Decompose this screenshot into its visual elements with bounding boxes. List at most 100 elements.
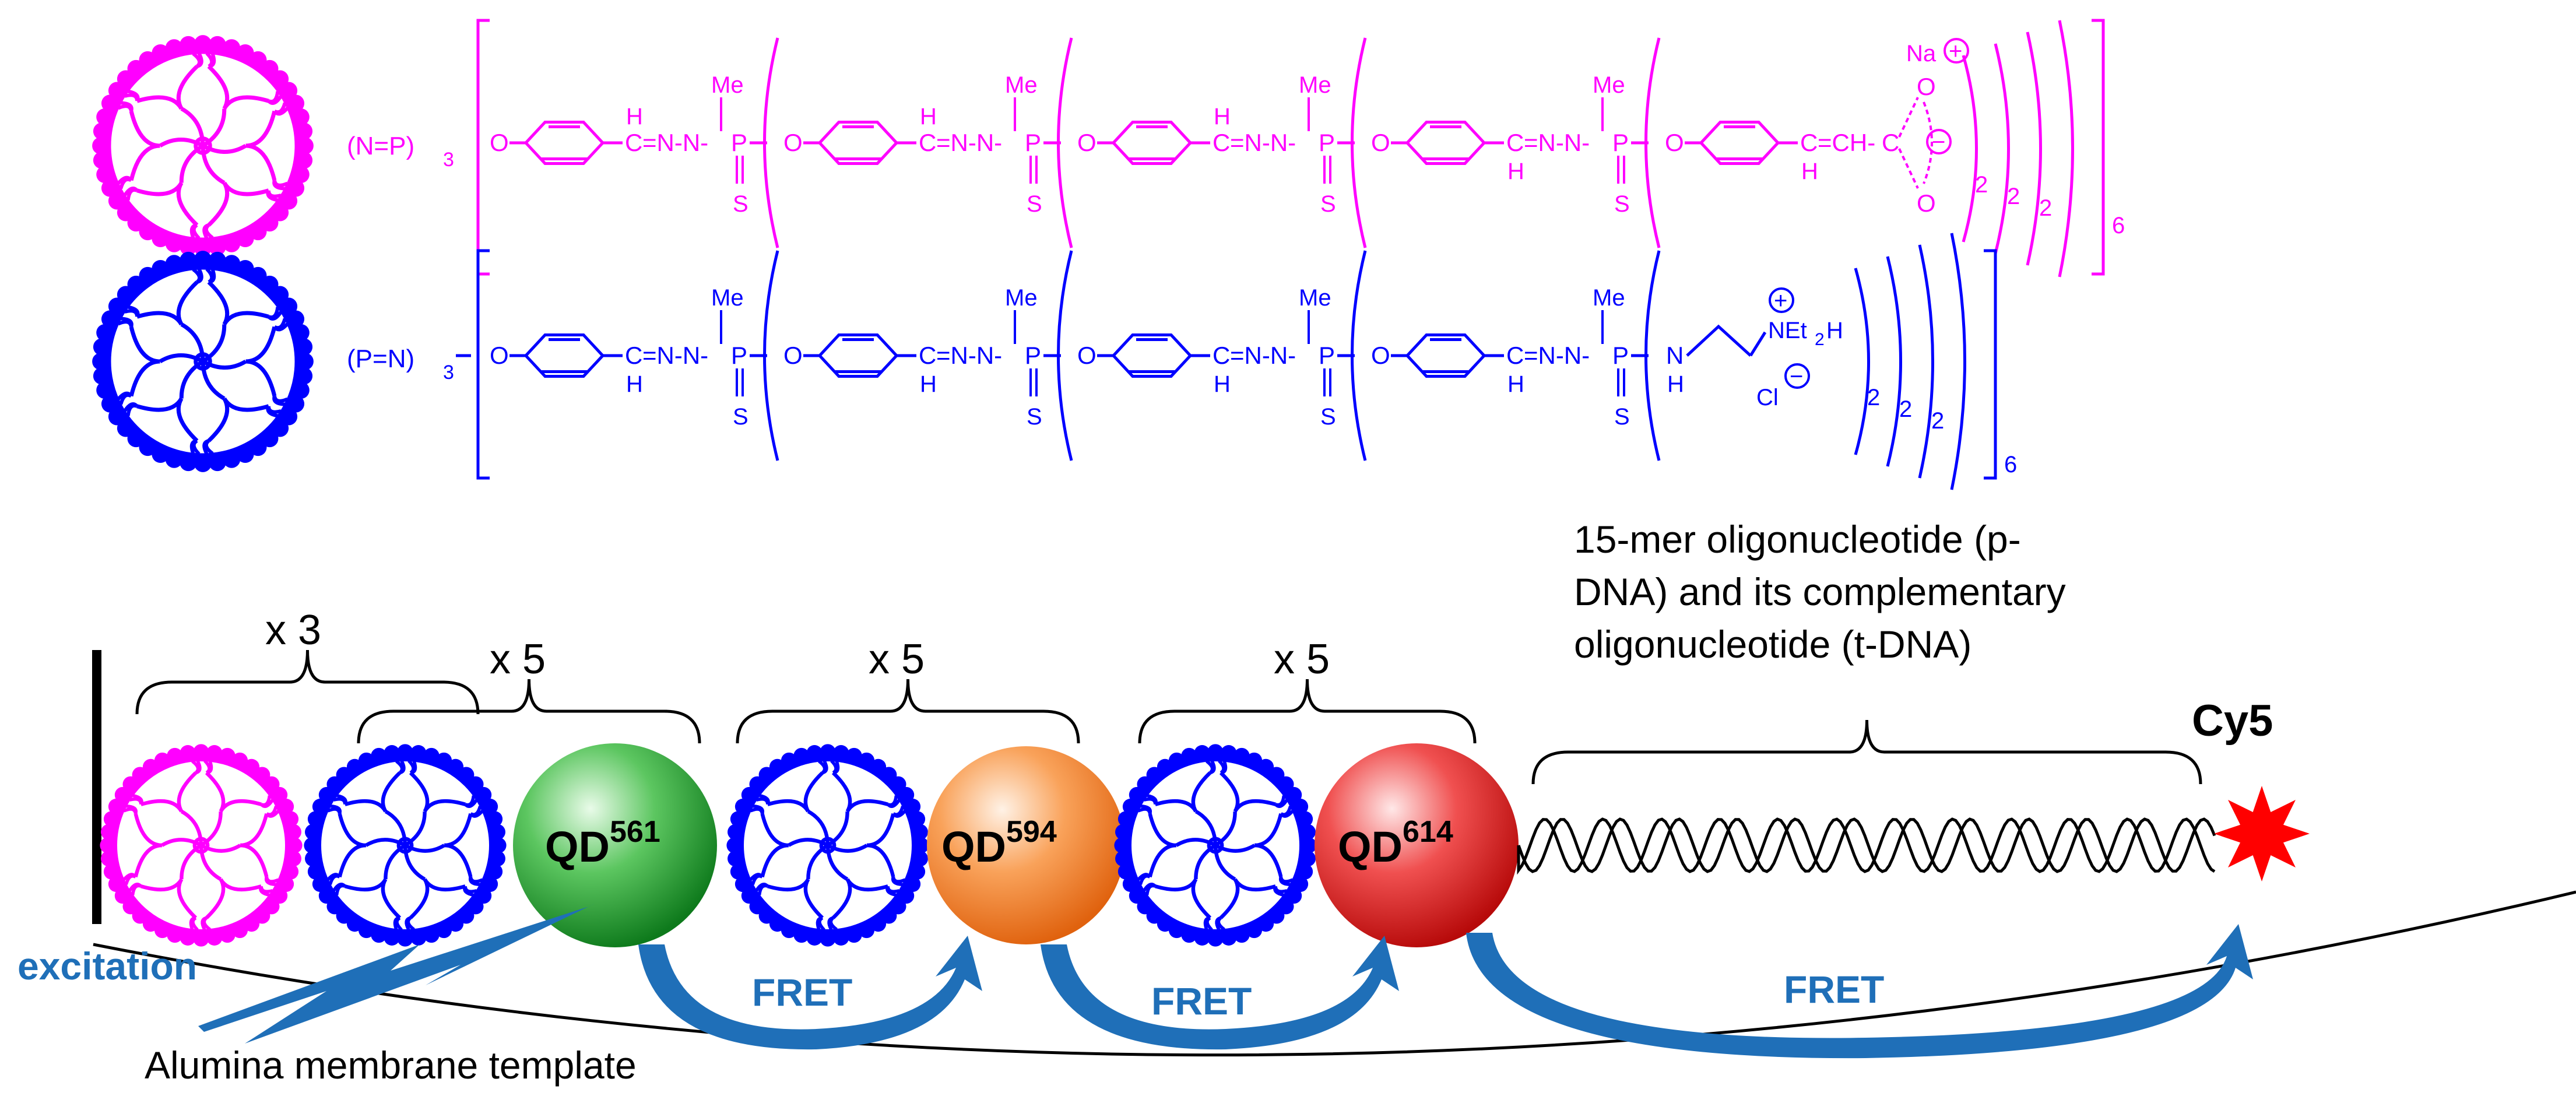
svg-text:2: 2	[1931, 408, 1944, 434]
svg-text:excitation: excitation	[17, 944, 197, 988]
svg-text:O: O	[1371, 129, 1390, 156]
qd594-label: QD594	[941, 815, 1057, 871]
svg-text:oligonucleotide (t-DNA): oligonucleotide (t-DNA)	[1574, 623, 1971, 666]
svg-text:Me: Me	[1005, 285, 1038, 311]
svg-text:Me: Me	[1593, 285, 1625, 311]
svg-text:S: S	[1320, 191, 1336, 217]
svg-text:H: H	[920, 371, 937, 397]
svg-text:H: H	[626, 371, 643, 397]
svg-text:P: P	[1612, 129, 1629, 156]
svg-text:3: 3	[443, 361, 454, 384]
svg-text:=N-N-: =N-N-	[936, 129, 1002, 156]
svg-text:15-mer oligonucleotide (p-: 15-mer oligonucleotide (p-	[1574, 518, 2021, 561]
svg-text:P: P	[1025, 129, 1041, 156]
svg-text:Cy5: Cy5	[2192, 696, 2273, 746]
svg-text:2: 2	[1975, 172, 1988, 198]
svg-text:−: −	[1932, 129, 1945, 155]
svg-text:H: H	[1214, 371, 1231, 397]
svg-text:DNA) and its complementary: DNA) and its complementary	[1574, 570, 2066, 613]
svg-text:H: H	[920, 104, 937, 129]
anionic-dendrimer-icon	[92, 251, 314, 472]
svg-text:C: C	[1213, 129, 1230, 156]
svg-text:Me: Me	[1005, 72, 1038, 98]
svg-text:H: H	[1667, 371, 1684, 397]
svg-text:Me: Me	[1299, 285, 1331, 311]
svg-text:x 5: x 5	[1274, 636, 1330, 683]
svg-text:S: S	[1027, 404, 1042, 430]
svg-text:O: O	[1917, 73, 1936, 100]
svg-text:H: H	[1826, 318, 1843, 343]
svg-text:S: S	[1614, 191, 1630, 217]
excitation-bolt	[198, 904, 595, 1044]
cationic-dendrimer-icon	[92, 35, 314, 257]
qd614-sphere	[1315, 743, 1519, 947]
svg-text:H: H	[1214, 104, 1231, 129]
svg-text:H: H	[626, 104, 643, 129]
svg-text:H: H	[1801, 159, 1818, 184]
svg-text:3: 3	[443, 149, 454, 171]
svg-text:O: O	[1665, 129, 1684, 156]
svg-text:O: O	[490, 129, 509, 156]
cationic-dendrimer-layer	[100, 744, 303, 947]
svg-text:C: C	[1213, 342, 1230, 369]
svg-text:O: O	[490, 342, 509, 369]
svg-text:=N-N-: =N-N-	[642, 129, 708, 156]
svg-text:−: −	[1790, 364, 1803, 389]
svg-text:Me: Me	[1299, 72, 1331, 98]
svg-text:x 3: x 3	[265, 607, 321, 654]
svg-text:C: C	[919, 342, 936, 369]
svg-text:2: 2	[2039, 195, 2052, 221]
svg-text:=N-N-: =N-N-	[1230, 342, 1296, 369]
svg-text:2: 2	[1815, 330, 1825, 349]
brace-x3	[135, 649, 480, 715]
alumina-wall	[92, 650, 101, 924]
svg-text:(P=N): (P=N)	[347, 345, 414, 373]
svg-text:S: S	[1320, 404, 1336, 430]
svg-text:P: P	[1319, 129, 1335, 156]
brace-dna	[1531, 719, 2202, 785]
svg-text:O: O	[1371, 342, 1390, 369]
svg-text:=N-N-: =N-N-	[1524, 342, 1590, 369]
anionic-dendrimer-layer-1	[304, 744, 507, 947]
svg-text:Alumina membrane template: Alumina membrane template	[145, 1044, 637, 1087]
dna-strand-1	[1517, 817, 2216, 873]
svg-text:H: H	[1507, 159, 1524, 184]
svg-text:C: C	[625, 129, 642, 156]
svg-text:O: O	[1917, 189, 1936, 217]
svg-text:S: S	[1027, 191, 1042, 217]
brace-x5-c	[1138, 679, 1477, 744]
svg-text:H: H	[1507, 371, 1524, 397]
qd594-sphere	[927, 746, 1125, 944]
qd561-sphere	[513, 743, 717, 947]
svg-text:P: P	[731, 342, 747, 369]
cy5-star	[2214, 786, 2310, 881]
brace-x5-a	[357, 679, 701, 744]
svg-text:P: P	[1025, 342, 1041, 369]
svg-text:P: P	[731, 129, 747, 156]
svg-text:+: +	[1774, 288, 1787, 314]
svg-text:2: 2	[1899, 396, 1912, 422]
svg-text:x 5: x 5	[869, 636, 925, 683]
svg-text:=N-N-: =N-N-	[642, 342, 708, 369]
membrane-arc	[93, 890, 2576, 1057]
svg-text:O: O	[783, 342, 803, 369]
svg-text:C: C	[1506, 342, 1524, 369]
svg-text:=N-N-: =N-N-	[936, 342, 1002, 369]
svg-text:=CH-: =CH-	[1818, 129, 1875, 156]
svg-text:S: S	[1614, 404, 1630, 430]
anionic-dendrimer-layer-2	[726, 744, 929, 947]
fret-arrow-2	[1041, 936, 1399, 1050]
svg-text:Me: Me	[711, 72, 744, 98]
svg-text:6: 6	[2004, 452, 2017, 477]
dna-strand-2	[1517, 817, 2216, 875]
svg-text:N: N	[1666, 342, 1684, 369]
anionic-dendrimer-layer-3	[1114, 744, 1317, 947]
brace-x5-b	[736, 679, 1080, 744]
svg-text:C: C	[1800, 129, 1818, 156]
qd614-label: QD614	[1338, 815, 1453, 871]
svg-text:(N=P): (N=P)	[347, 132, 414, 160]
